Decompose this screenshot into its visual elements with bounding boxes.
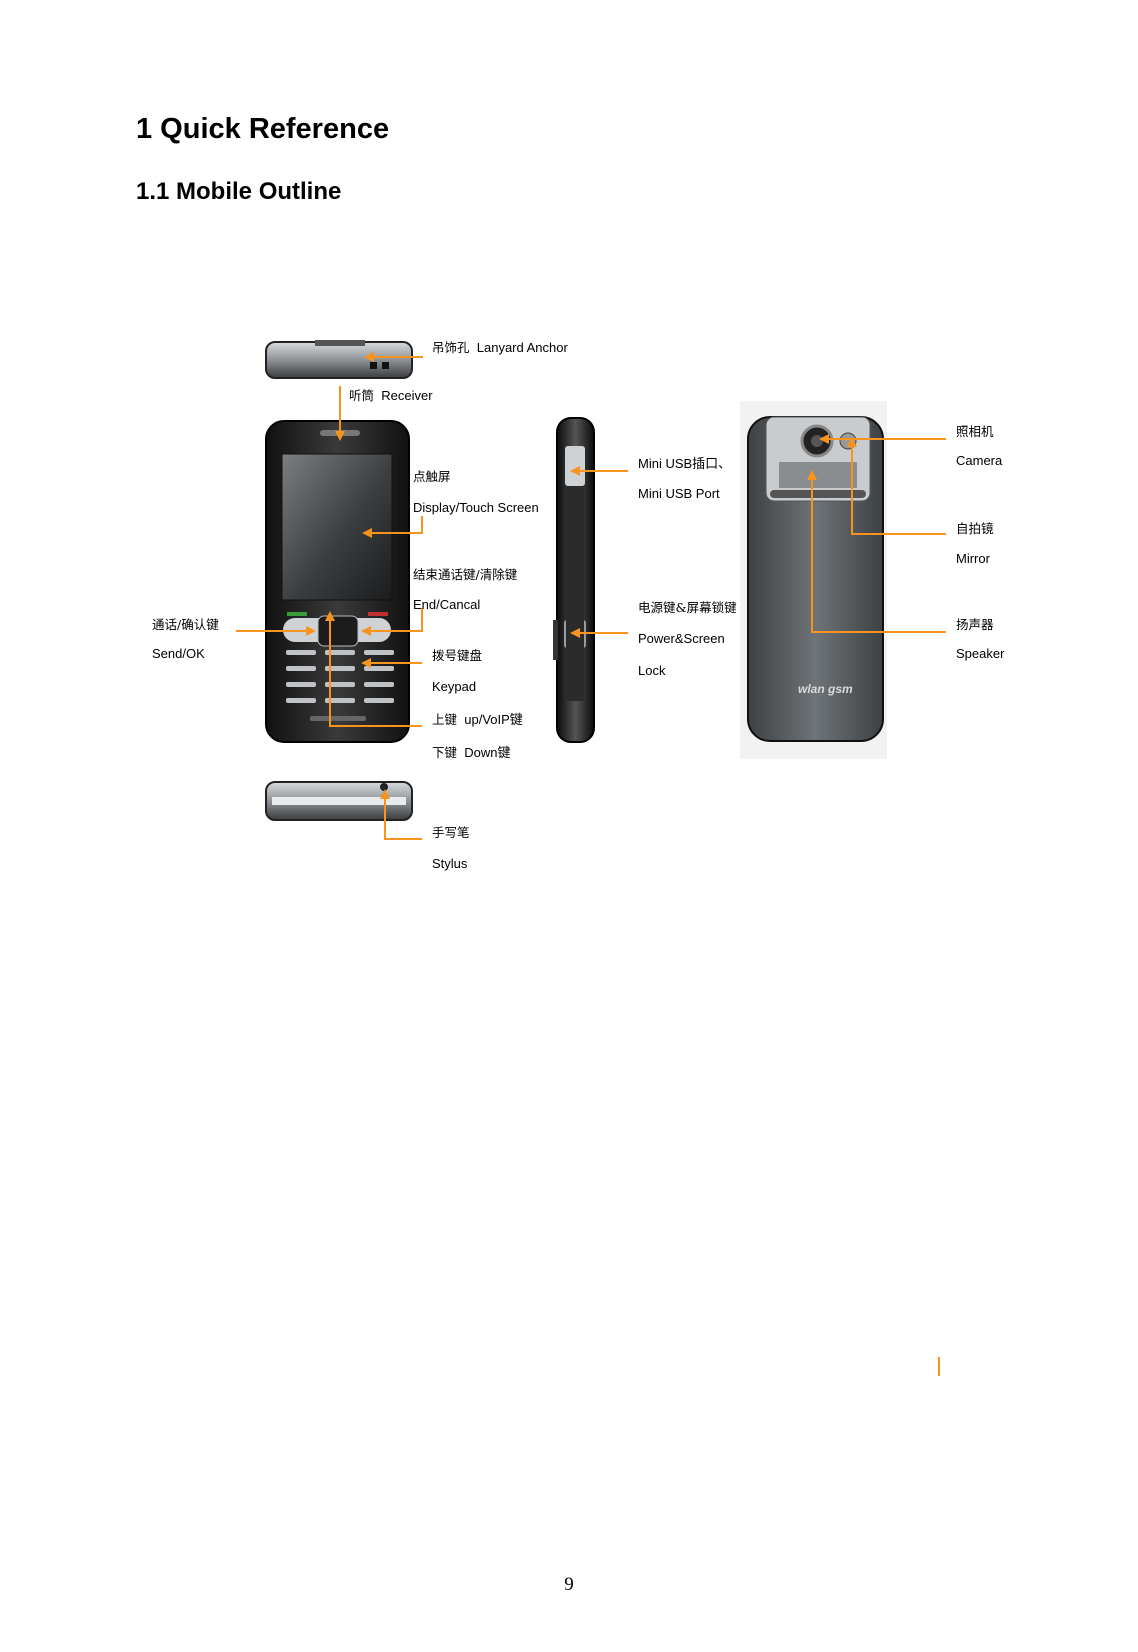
label-stylus-en: Stylus (432, 856, 467, 871)
label-touch-screen-cn: 点触屏 (413, 466, 451, 485)
label-end-cancel-en: End/Cancal (413, 597, 480, 612)
label-power-en-2: Lock (638, 663, 665, 678)
label-send-ok-cn: 通话/确认键 (152, 614, 219, 633)
label-receiver-en: Receiver (381, 388, 432, 403)
label-receiver: 听筒 Receiver (349, 385, 433, 404)
label-stylus-cn: 手写笔 (432, 822, 470, 841)
label-end-cancel-cn: 结束通话键/清除键 (413, 564, 517, 583)
label-camera-cn: 照相机 (956, 421, 994, 440)
label-camera-en: Camera (956, 453, 1002, 468)
label-speaker-en: Speaker (956, 646, 1004, 661)
phone-front-view (266, 421, 409, 742)
label-lanyard-cn: 吊饰孔 (432, 340, 470, 355)
label-power-cn: 电源键&屏幕锁键 (638, 597, 737, 616)
label-receiver-cn: 听筒 (349, 388, 374, 403)
phone-back-view: wlan gsm (740, 401, 887, 759)
phone-side-view (553, 418, 594, 742)
label-down-en: Down键 (464, 745, 510, 760)
label-mini-usb-en: Mini USB Port (638, 486, 720, 501)
label-send-ok-en: Send/OK (152, 646, 205, 661)
label-mirror-cn: 自拍镜 (956, 518, 994, 537)
label-keypad-en: Keypad (432, 679, 476, 694)
label-mirror-en: Mirror (956, 551, 990, 566)
label-up-voip: 上键 up/VoIP键 (432, 709, 523, 728)
page-number: 9 (0, 1574, 1138, 1596)
label-up-cn: 上键 (432, 712, 457, 727)
label-up-en: up/VoIP键 (464, 712, 523, 727)
label-power-en: Power&Screen (638, 631, 725, 646)
label-mini-usb-cn: Mini USB插口、 (638, 453, 731, 472)
label-speaker-cn: 扬声器 (956, 614, 994, 633)
label-lanyard-anchor: 吊饰孔 Lanyard Anchor (432, 337, 568, 356)
phone-top-view (266, 340, 412, 378)
label-keypad-cn: 拨号键盘 (432, 645, 482, 664)
label-down: 下键 Down键 (432, 742, 511, 761)
label-lanyard-en: Lanyard Anchor (477, 340, 568, 355)
phone-bottom-view (266, 782, 412, 820)
label-touch-screen-en: Display/Touch Screen (413, 500, 539, 515)
brand-logo: wlan gsm (798, 682, 853, 696)
label-down-cn: 下键 (432, 745, 457, 760)
